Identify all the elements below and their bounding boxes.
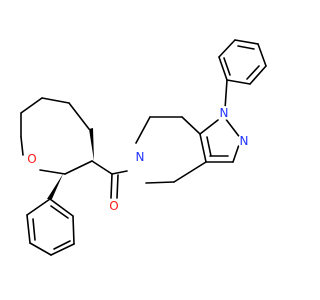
bond [173,161,207,183]
bond [64,160,93,175]
bond [29,242,52,256]
bond [50,243,75,256]
molecule-structure: N N N O O [20,39,267,256]
bond [111,170,128,175]
piperidine-ring [135,116,207,184]
bond [116,174,119,199]
atom-n2: N [237,134,251,148]
bond [234,39,259,45]
bond [20,97,43,114]
bond [145,181,175,184]
amide-group [91,160,128,199]
pyrazole-ring [199,117,242,163]
oxane-ring [20,97,94,175]
bond [26,198,51,216]
atom-o-ring: O [25,152,39,166]
bond [135,116,151,144]
bond-inner [246,65,260,80]
bond-inner [223,57,231,76]
bond-inner [50,205,69,219]
bond [181,116,201,135]
bond [199,133,207,163]
bond-inner [237,45,255,50]
stereo-wedge [47,174,63,199]
atom-n5: N [133,150,147,164]
atom-n5-label: N [136,150,145,164]
bond [110,173,113,199]
atom-n1-label: N [220,106,229,120]
bond-inner [32,218,36,241]
bond [49,198,74,217]
bond [39,169,66,175]
bond [20,136,24,156]
atom-o-ring-label: O [27,152,36,166]
stereo-wedge [89,128,94,161]
atom-o-carbonyl-label: O [109,199,118,213]
bond-inner [53,240,71,250]
bond [226,79,251,85]
bond [72,215,75,245]
bond [199,119,219,135]
bond [218,39,236,58]
atom-n2-label: N [240,134,249,148]
bond [249,65,267,85]
atom-n1: N [217,106,231,120]
c-phenyl-ring [26,198,75,256]
bond [41,97,70,104]
bond [26,214,31,244]
bond [224,117,242,140]
n-phenyl-ring [218,39,267,85]
bond [68,102,90,130]
bond [91,160,113,175]
bond [257,43,267,67]
bond [218,56,228,81]
bond [224,79,228,110]
bond-inner [206,136,212,157]
atom-o-carbonyl: O [107,199,121,213]
